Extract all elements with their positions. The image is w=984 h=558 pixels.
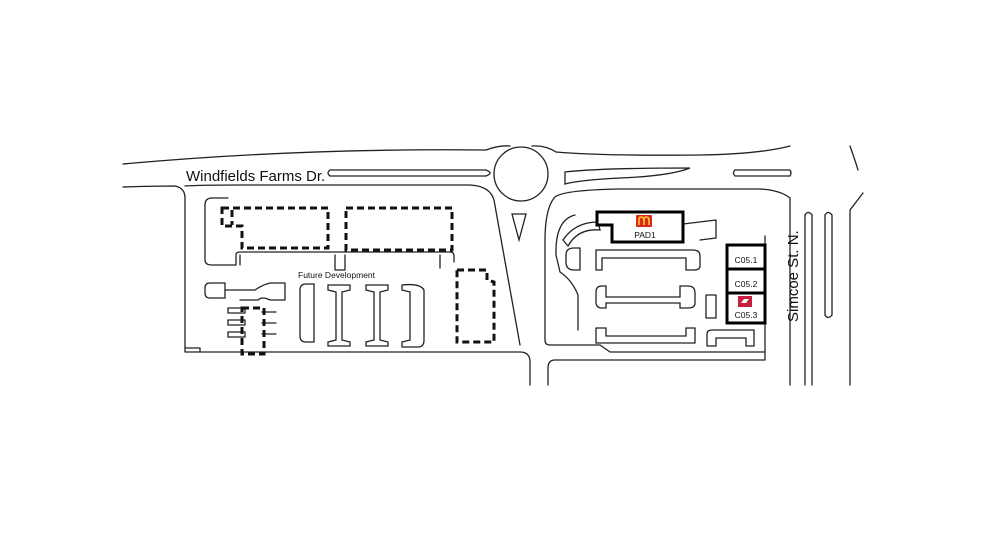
splitter-island-east (564, 167, 691, 185)
simcoe-street-label: Simcoe St. N. (785, 230, 802, 322)
east-road (553, 145, 859, 199)
future-development-label: Future Development (298, 270, 376, 280)
c052-label: C05.2 (735, 279, 758, 289)
c053-label: C05.3 (735, 310, 758, 320)
c051-label: C05.1 (735, 255, 758, 265)
cibc-logo (738, 296, 752, 307)
east-parking (544, 197, 766, 386)
roundabout (485, 145, 557, 202)
simcoe-road (789, 192, 864, 386)
c052-unit[interactable]: C05.2 (725, 267, 767, 295)
pad1-label: PAD1 (634, 230, 656, 240)
c051-unit[interactable]: C05.1 (725, 243, 767, 271)
mcdonalds-logo (636, 215, 652, 227)
windfields-farms-street-label: Windfields Farms Dr. (186, 168, 325, 185)
c053-unit[interactable]: C05.3 (725, 291, 767, 325)
splitter-island-south (511, 213, 527, 243)
west-parking (185, 197, 455, 353)
windfields-farms-road (122, 149, 531, 386)
pad1-unit[interactable]: PAD1 (595, 210, 685, 244)
future-development-parcels (220, 206, 496, 356)
